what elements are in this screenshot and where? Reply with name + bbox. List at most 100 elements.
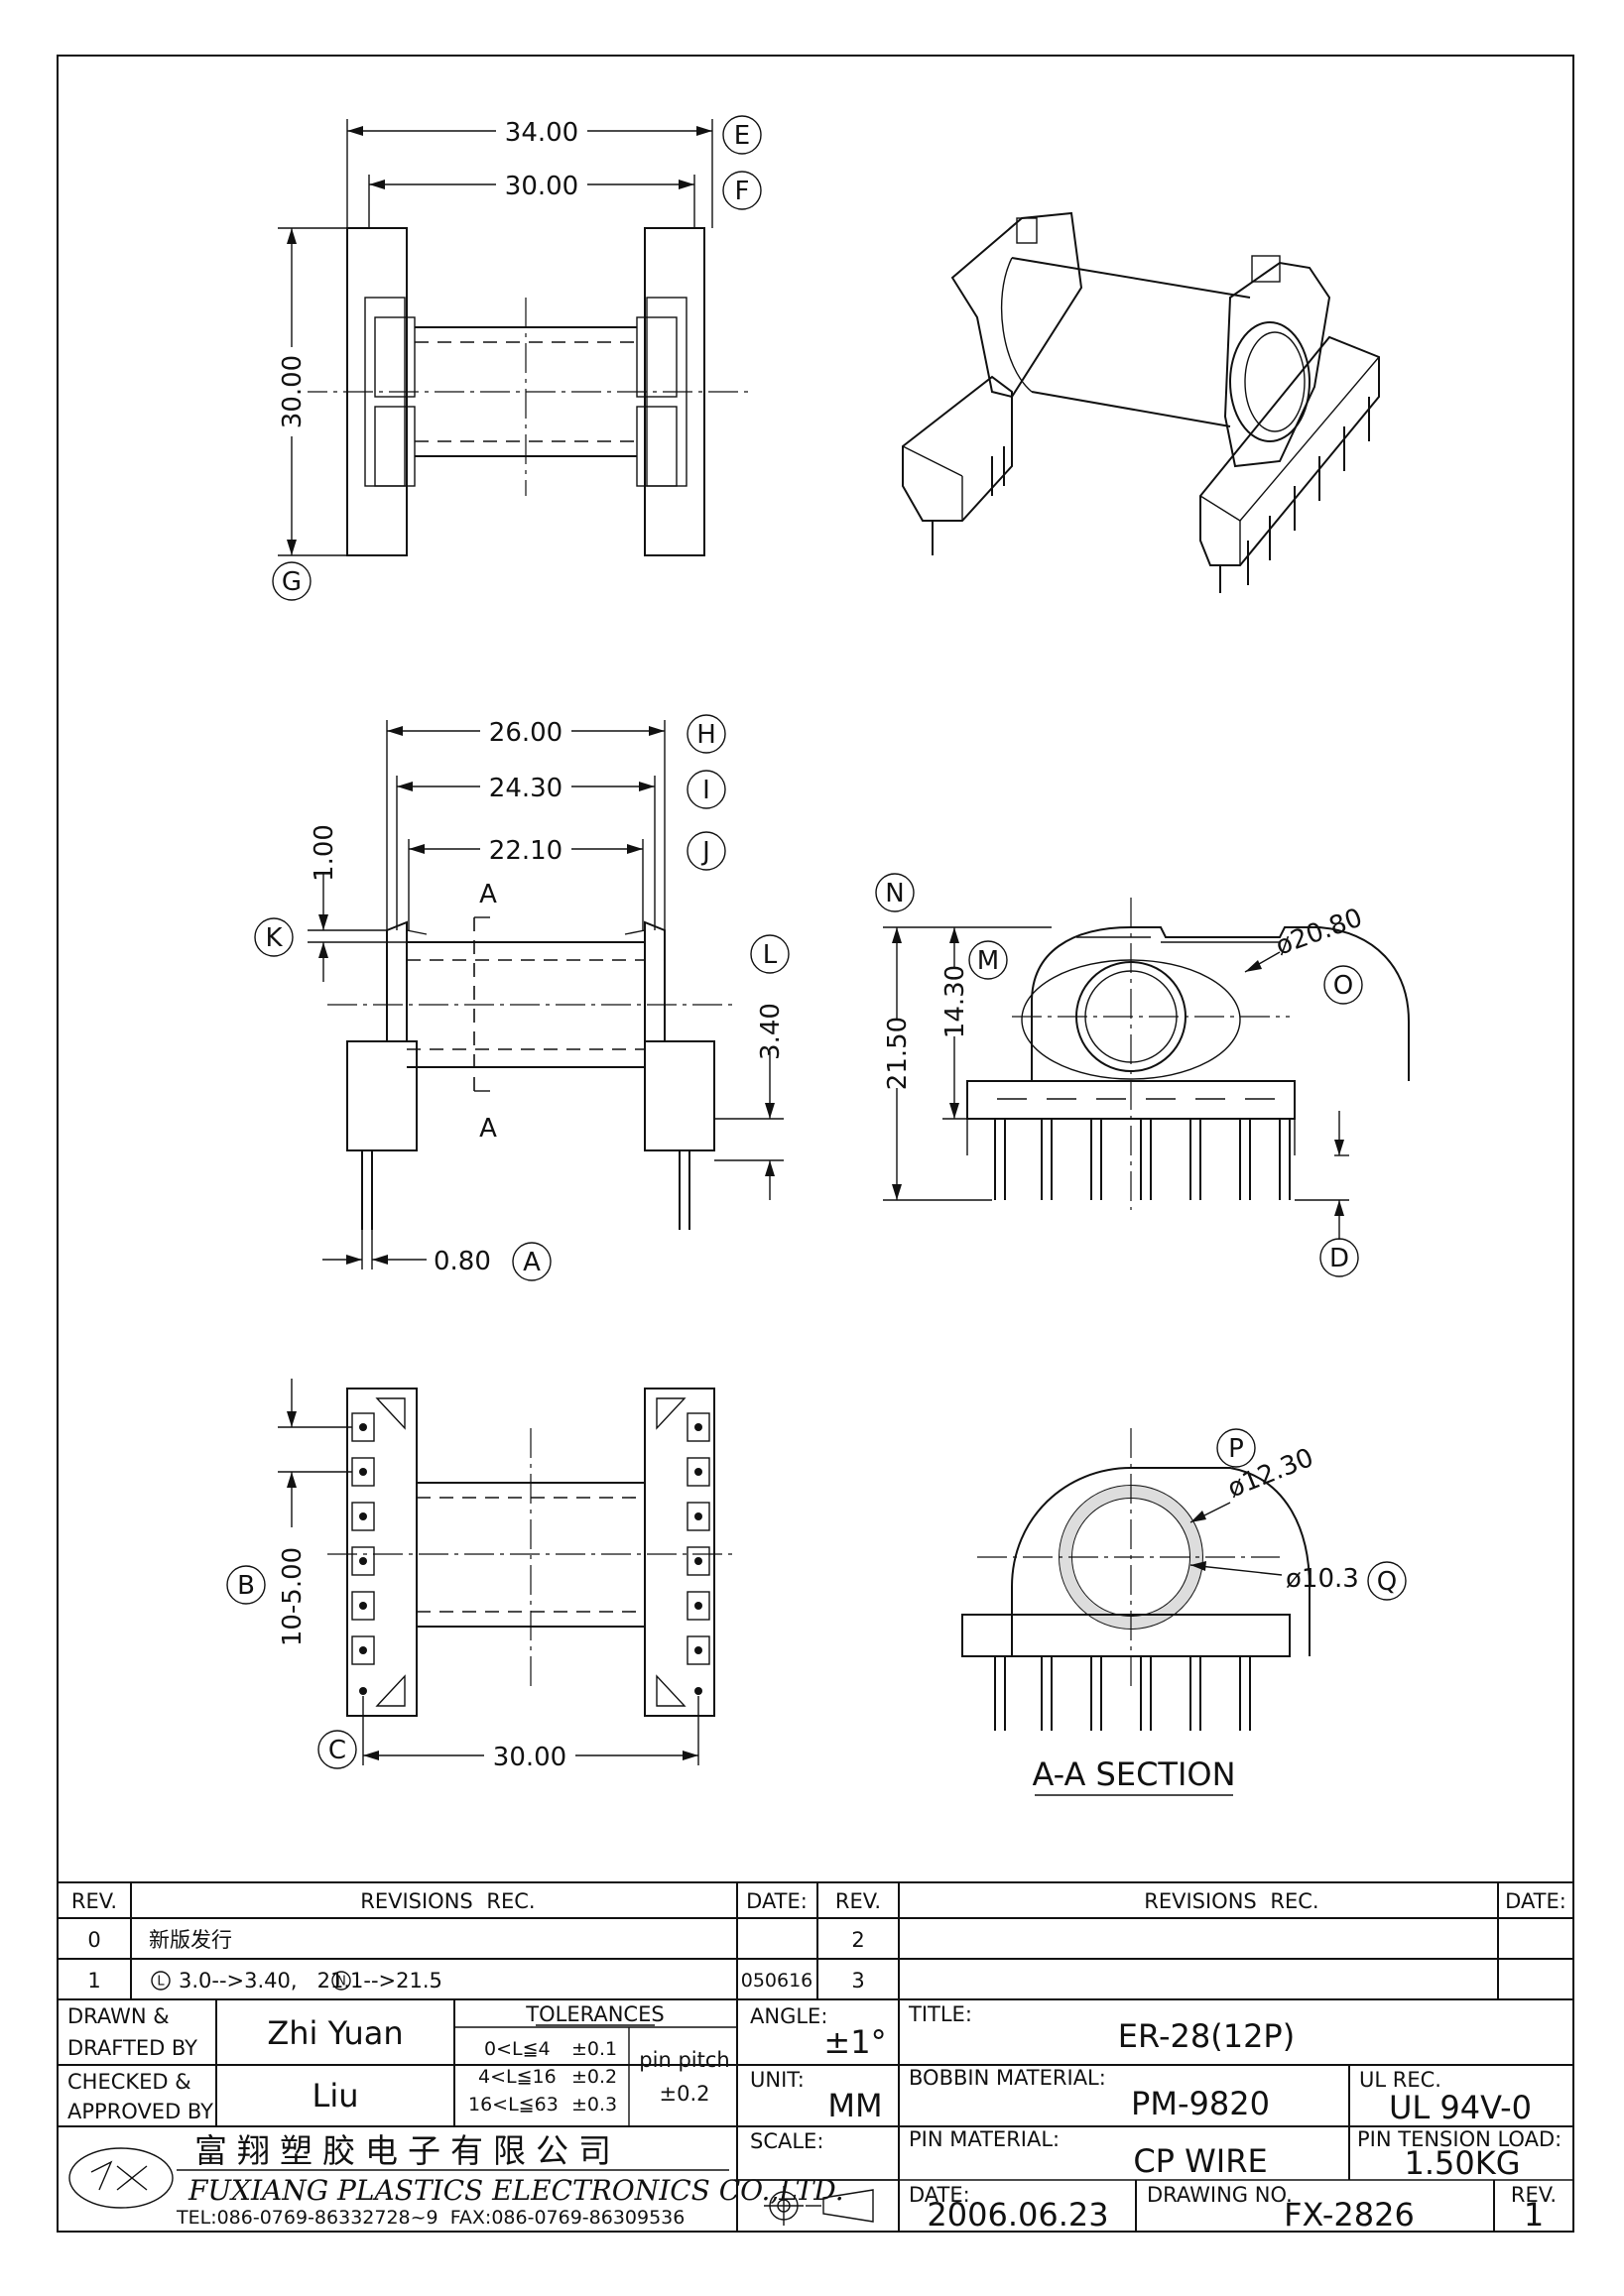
dim-top-height: 30.00 <box>278 355 308 428</box>
dim-side-height: 21.50 <box>883 1017 913 1090</box>
tb-rev2-number: 2 <box>851 1928 864 1952</box>
tb-checked-by: Liu <box>312 2077 359 2115</box>
callout-d: D <box>1329 1244 1349 1273</box>
dim-front-22: 22.10 <box>489 836 562 866</box>
side-view: 21.50 14.30 ø20.80 N M O D <box>875 873 1410 1277</box>
tb-drawing-no-label: DRAWING NO. <box>1147 2183 1293 2207</box>
dim-bottom-span: 30.00 <box>493 1743 566 1772</box>
callout-c: C <box>328 1736 346 1765</box>
isometric-view <box>902 211 1380 593</box>
tb-title-label: TITLE: <box>908 2002 972 2026</box>
tb-tolerances-header: TOLERANCES <box>525 2002 664 2026</box>
section-mark-top: A <box>479 880 497 909</box>
tb-pin-material-value: CP WIRE <box>1133 2142 1267 2180</box>
tb-title-value: ER-28(12P) <box>1118 2017 1295 2055</box>
callout-k: K <box>265 923 283 953</box>
dim-section-inner: ø10.3 <box>1286 1564 1359 1594</box>
callout-b: B <box>237 1571 255 1601</box>
dim-front-base: 3.40 <box>756 1003 786 1060</box>
callout-g: G <box>282 567 302 597</box>
tb-date-value: 2006.06.23 <box>927 2196 1108 2234</box>
tb-date-header-left: DATE: <box>746 1889 808 1913</box>
tb-scale-label: SCALE: <box>750 2129 823 2153</box>
tb-rev0-text: 新版发行 <box>149 1928 232 1952</box>
tb-rev1-text: 3.0-->3.40, 21.1-->21.5 <box>179 1969 442 1993</box>
tb-company-en: FUXIANG PLASTICS ELECTRONICS CO.,LTD. <box>187 2174 844 2207</box>
callout-i: I <box>702 776 710 805</box>
tb-rev1-mark-l: L <box>157 1975 165 1990</box>
dim-front-26: 26.00 <box>489 718 562 748</box>
tb-pin-tension-label: PIN TENSION LOAD: <box>1357 2127 1562 2151</box>
dim-side-diameter: ø20.80 <box>1272 903 1366 961</box>
tb-bobbin-value: PM-9820 <box>1131 2085 1270 2122</box>
dim-front-pin: 0.80 <box>434 1247 491 1276</box>
tb-drawing-no-value: FX-2826 <box>1284 2196 1415 2234</box>
dim-top-width-inner: 30.00 <box>505 172 578 201</box>
tb-angle-label: ANGLE: <box>750 2004 827 2028</box>
section-mark-bottom: A <box>479 1114 497 1144</box>
tb-unit-value: MM <box>827 2087 882 2124</box>
tb-bobbin-label: BOBBIN MATERIAL: <box>909 2066 1106 2090</box>
tb-drawn-label: DRAWN & <box>67 2004 170 2028</box>
callout-n: N <box>885 879 904 908</box>
tb-rev1-mark-n: N <box>336 1975 346 1990</box>
tb-date-header-right: DATE: <box>1505 1889 1566 1913</box>
tb-tol-range-2: 4<L≦16 <box>478 2066 557 2088</box>
tb-rev1-number: 1 <box>87 1969 100 1993</box>
tb-tol-value-2: ±0.2 <box>571 2066 617 2088</box>
dim-top-width-outer: 34.00 <box>505 118 578 148</box>
callout-a: A <box>523 1248 541 1277</box>
front-view: A A 26.00 24.30 22.10 <box>254 714 790 1281</box>
callout-q: Q <box>1377 1567 1397 1597</box>
tb-revisions-header-left: REVISIONS <box>360 1889 473 1913</box>
tb-rec-header-right: REC. <box>1270 1889 1318 1913</box>
callout-l: L <box>763 940 778 970</box>
callout-j: J <box>700 837 710 867</box>
title-block: REV. REVISIONS REC. DATE: REV. REVISIONS… <box>58 1881 1573 2234</box>
tb-pin-pitch-tol: ±0.2 <box>660 2082 710 2106</box>
tb-pin-pitch-label: pin pitch <box>639 2048 729 2072</box>
callout-m: M <box>977 946 999 976</box>
tb-company-cn: 富翔塑胶电子有限公司 <box>194 2131 621 2170</box>
tb-tol-value-3: ±0.3 <box>571 2094 617 2115</box>
dim-front-flange: 1.00 <box>310 824 339 882</box>
company-logo <box>68 2147 174 2209</box>
tb-tol-range-1: 0<L≦4 <box>484 2038 551 2060</box>
tb-unit-label: UNIT: <box>750 2068 805 2092</box>
tb-checked-label: CHECKED & <box>67 2070 191 2094</box>
tb-revisions-header-right: REVISIONS <box>1144 1889 1257 1913</box>
tb-angle-value: ±1° <box>823 2023 886 2061</box>
tb-date-label: DATE: <box>909 2183 970 2207</box>
tb-rev-value: 1 <box>1524 2196 1544 2234</box>
top-view: 34.00 30.00 30.00 E F G <box>272 115 762 601</box>
section-view: ø12.30 ø10.3 P Q A-A SECTION <box>961 1428 1407 1796</box>
tb-pin-tension-value: 1.50KG <box>1404 2144 1520 2182</box>
bottom-view: 10-5.00 30.00 B C <box>226 1379 734 1772</box>
tb-pin-material-label: PIN MATERIAL: <box>909 2127 1060 2151</box>
tb-ul-label: UL REC. <box>1359 2068 1441 2092</box>
dim-bottom-pitch: 10-5.00 <box>278 1547 308 1646</box>
tb-rev3-number: 3 <box>851 1969 864 1993</box>
callout-o: O <box>1333 971 1353 1001</box>
projection-symbol <box>764 2186 874 2226</box>
tb-checked-label2: APPROVED BY <box>67 2100 213 2123</box>
tb-rev-header-left: REV. <box>71 1889 117 1913</box>
tb-tol-value-1: ±0.1 <box>571 2038 617 2060</box>
tb-rev1-date: 050616 <box>741 1970 813 1992</box>
callout-h: H <box>696 720 716 750</box>
tb-rev-header-right: REV. <box>835 1889 881 1913</box>
section-title: A-A SECTION <box>1032 1755 1235 1793</box>
dim-front-24: 24.30 <box>489 774 562 803</box>
tb-rec-header-left: REC. <box>486 1889 535 1913</box>
tb-tol-range-3: 16<L≦63 <box>468 2094 559 2115</box>
callout-f: F <box>735 177 750 206</box>
tb-company-contact: TEL:086-0769-86332728~9 FAX:086-0769-863… <box>176 2207 685 2229</box>
tb-drawn-by: Zhi Yuan <box>267 2014 403 2052</box>
tb-rev0-number: 0 <box>87 1928 100 1952</box>
tb-ul-value: UL 94V-0 <box>1389 2089 1532 2126</box>
callout-p: P <box>1228 1434 1244 1464</box>
tb-rev-label: REV. <box>1511 2183 1557 2207</box>
sheet-border <box>57 55 1574 2233</box>
tb-drawn-label2: DRAFTED BY <box>67 2036 197 2060</box>
